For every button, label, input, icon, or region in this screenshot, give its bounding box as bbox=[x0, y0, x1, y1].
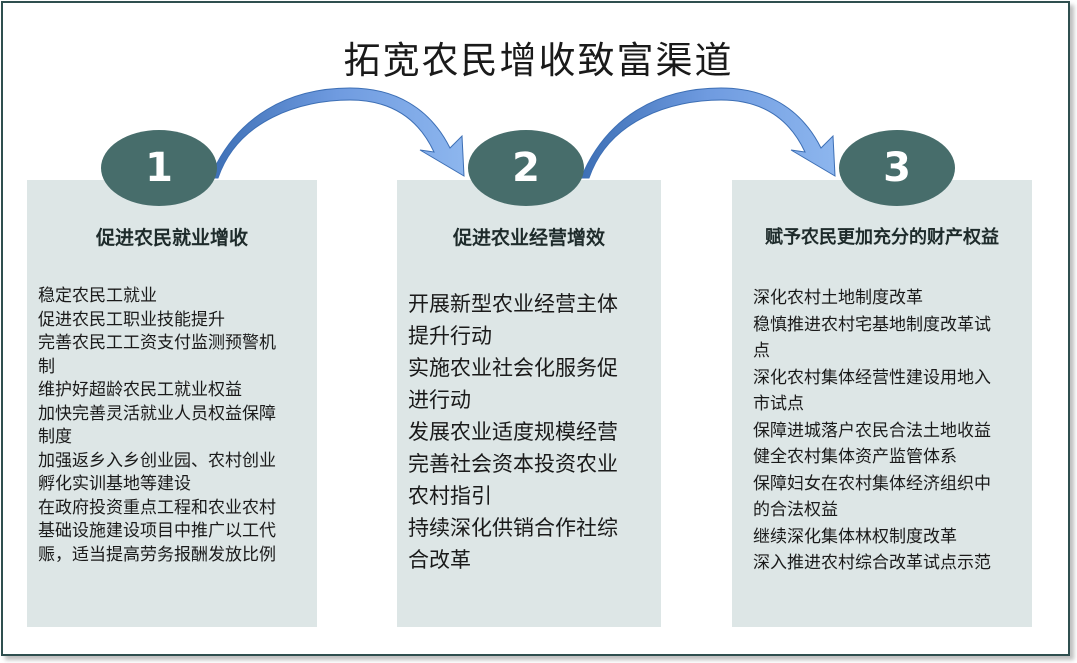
diagram-title: 拓宽农民增收致富渠道 bbox=[343, 39, 734, 82]
list-item: 点 bbox=[753, 341, 770, 361]
list-item: 加快完善灵活就业人员权益保障 bbox=[38, 403, 276, 424]
step-1-panel: 促进农民就业增收 稳定农民工就业促进农民工职业技能提升完善农民工工资支付监测预警… bbox=[27, 180, 317, 627]
step-1-title: 促进农民就业增收 bbox=[95, 227, 248, 249]
list-item: 深化农村土地制度改革 bbox=[753, 288, 923, 308]
list-item: 孵化实训基地等建设 bbox=[38, 474, 191, 494]
list-item: 实施农业社会化服务促 bbox=[408, 356, 618, 380]
list-item: 健全农村集体资产监管体系 bbox=[753, 447, 957, 467]
list-item: 制度 bbox=[38, 427, 72, 447]
list-item: 赈，适当提高劳务报酬发放比例 bbox=[38, 544, 276, 565]
list-item: 保障妇女在农村集体经济组织中 bbox=[753, 473, 991, 494]
list-item: 发展农业适度规模经营 bbox=[408, 420, 618, 444]
list-item: 促进农民工职业技能提升 bbox=[38, 309, 225, 330]
list-item: 深入推进农村综合改革试点示范 bbox=[753, 553, 991, 573]
list-item: 保障进城落户农民合法土地收益 bbox=[753, 420, 991, 441]
list-item: 完善社会资本投资农业 bbox=[408, 452, 618, 476]
list-item: 继续深化集体林权制度改革 bbox=[753, 526, 957, 547]
step-3-title: 赋予农民更加充分的财产权益 bbox=[765, 227, 999, 248]
list-item: 稳定农民工就业 bbox=[38, 286, 157, 306]
list-item: 基础设施建设项目中推广以工代 bbox=[38, 521, 276, 541]
step-2-number-badge: 2 bbox=[468, 130, 584, 206]
list-item: 在政府投资重点工程和农业农村 bbox=[38, 497, 276, 518]
list-item: 合改革 bbox=[408, 548, 471, 572]
list-item: 开展新型农业经营主体 bbox=[408, 292, 618, 316]
list-item: 稳慎推进农村宅基地制度改革试 bbox=[753, 314, 991, 335]
list-item: 农村指引 bbox=[408, 484, 492, 508]
step-1-list: 稳定农民工就业促进农民工职业技能提升完善农民工工资支付监测预警机制维护好超龄农民… bbox=[38, 285, 276, 567]
list-item: 持续深化供销合作社综 bbox=[408, 516, 618, 540]
arrow-2-to-3 bbox=[580, 87, 836, 179]
step-1-number-badge: 1 bbox=[101, 130, 217, 206]
list-item: 提升行动 bbox=[408, 324, 492, 348]
list-item: 完善农民工工资支付监测预警机 bbox=[38, 333, 276, 353]
step-2-title: 促进农业经营增效 bbox=[452, 227, 605, 249]
list-item: 制 bbox=[38, 356, 55, 377]
step-2-list: 开展新型农业经营主体提升行动实施农业社会化服务促进行动发展农业适度规模经营完善社… bbox=[408, 288, 618, 576]
list-item: 的合法权益 bbox=[753, 500, 838, 520]
step-3-number-badge: 3 bbox=[839, 130, 955, 206]
step-3-list: 深化农村土地制度改革稳慎推进农村宅基地制度改革试点深化农村集体经营性建设用地入市… bbox=[753, 285, 991, 577]
list-item: 市试点 bbox=[753, 394, 804, 414]
arrow-1-to-2 bbox=[209, 87, 465, 179]
list-item: 深化农村集体经营性建设用地入 bbox=[753, 367, 991, 388]
list-item: 加强返乡入乡创业园、农村创业 bbox=[38, 450, 276, 471]
list-item: 进行动 bbox=[408, 388, 471, 412]
step-2-panel: 促进农业经营增效 开展新型农业经营主体提升行动实施农业社会化服务促进行动发展农业… bbox=[397, 180, 661, 627]
list-item: 维护好超龄农民工就业权益 bbox=[38, 380, 242, 400]
step-3-panel: 赋予农民更加充分的财产权益 深化农村土地制度改革稳慎推进农村宅基地制度改革试点深… bbox=[732, 180, 1032, 627]
